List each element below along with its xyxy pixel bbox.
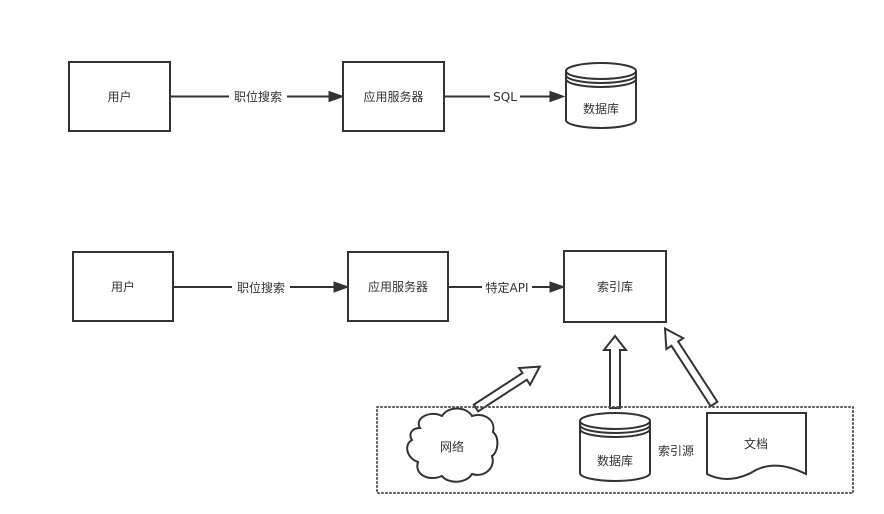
document-icon [706,412,807,480]
cloud-icon [406,407,499,483]
database-icon [565,62,637,129]
arrowhead-icon [333,281,350,293]
top-database-label: 数据库 [583,101,619,116]
bottom-app-server-node[interactable]: 应用服务器 [347,251,449,322]
top-user-label: 用户 [107,89,131,104]
index-source-note: 索引源 [658,444,694,458]
top-user-node[interactable]: 用户 [68,61,171,132]
hollow-arrow-db-to-index [601,334,629,409]
block-arrow-icon [663,326,719,408]
bottom-database-node[interactable]: 数据库 [579,412,651,482]
top-app-server-node[interactable]: 应用服务器 [342,61,445,132]
top-flow: 用户 职位搜索 应用服务器 SQL 数据库 [68,61,637,132]
top-edge-user-to-server: 职位搜索 [170,88,345,105]
bottom-user-label: 用户 [111,279,135,294]
bottom-edge-server-to-index: 特定API [448,278,566,295]
top-app-server-label: 应用服务器 [363,89,423,104]
documents-node[interactable]: 文档 [706,412,807,480]
arrowhead-icon [549,281,566,293]
bottom-edge-label-specific-api: 特定API [486,280,529,295]
arrowhead-icon [328,90,345,103]
network-node[interactable]: 网络 [406,407,499,483]
top-edge-label-job-search: 职位搜索 [234,89,282,104]
bottom-user-node[interactable]: 用户 [72,251,174,322]
block-arrow-icon [601,334,629,409]
index-store-label: 索引库 [597,279,633,294]
arrowhead-icon [549,90,566,103]
index-store-node[interactable]: 索引库 [563,250,667,323]
top-edge-label-sql: SQL [493,90,517,104]
database-icon [579,412,651,482]
hollow-arrow-docs-to-index [663,326,719,408]
top-edge-server-to-db: SQL [444,88,566,105]
index-sources-group[interactable] [376,406,854,494]
bottom-flow: 用户 职位搜索 应用服务器 特定API 索引库 [72,250,854,494]
network-label: 网络 [440,439,464,454]
bottom-app-server-label: 应用服务器 [368,279,428,294]
top-database-node[interactable]: 数据库 [565,62,637,129]
bottom-edge-user-to-server: 职位搜索 [173,278,350,295]
bottom-database-label: 数据库 [597,453,633,468]
bottom-edge-label-job-search: 职位搜索 [237,280,285,295]
documents-label: 文档 [744,436,768,451]
